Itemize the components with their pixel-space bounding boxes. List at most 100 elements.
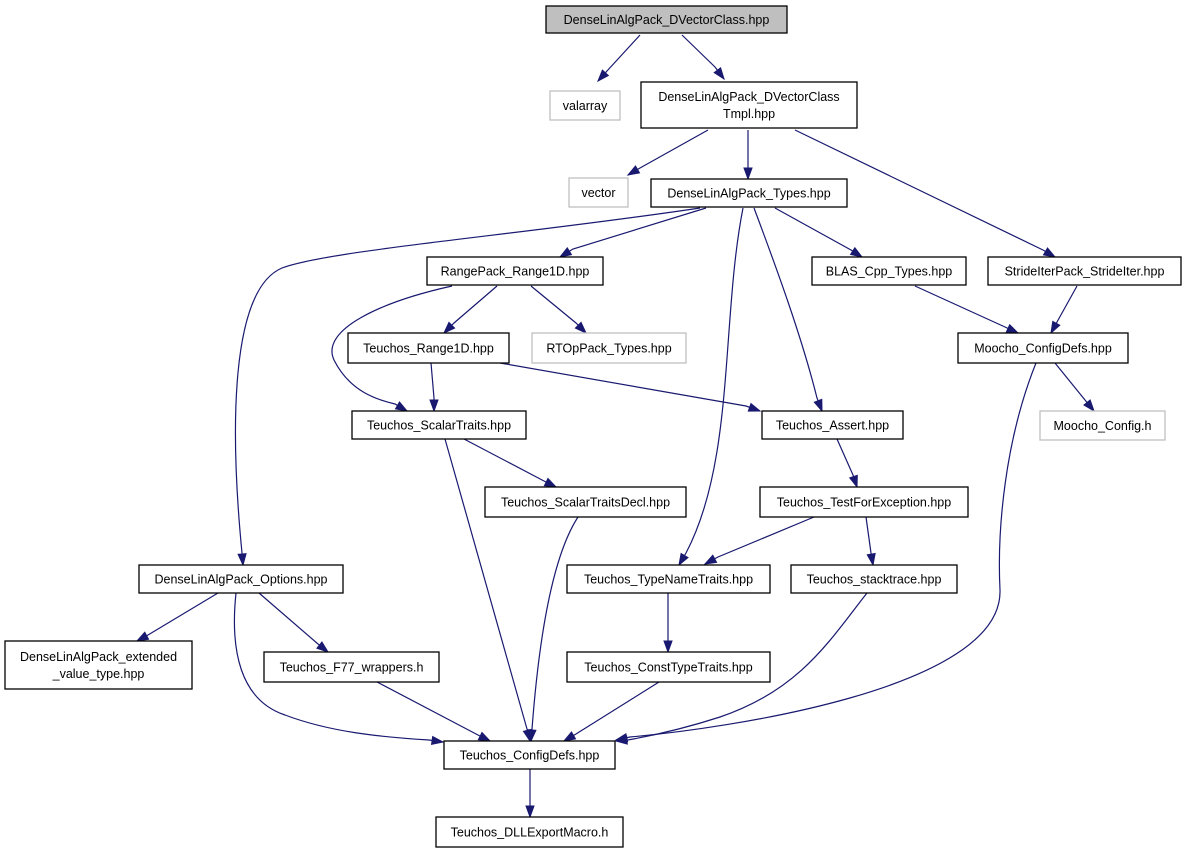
edge-line <box>627 129 709 176</box>
node-label: DenseLinAlgPack_Types.hpp <box>667 187 830 201</box>
node-blas[interactable]: BLAS_Cpp_Types.hpp <box>811 256 967 286</box>
edge-arrowhead <box>316 641 330 653</box>
node-label: Teuchos_ConfigDefs.hpp <box>460 749 600 763</box>
edge-scalartraits-to-scalartraitsdecl <box>463 438 558 488</box>
node-label: Teuchos_TypeNameTraits.hpp <box>584 573 753 587</box>
node-box <box>531 332 687 364</box>
edge-line <box>704 516 815 565</box>
edge-arrowhead <box>442 321 456 335</box>
edge-strideiter-to-moochodefs <box>1050 285 1078 335</box>
edge-line <box>258 592 329 653</box>
node-valarray: valarray <box>549 90 621 121</box>
edge-arrowhead <box>703 554 718 565</box>
node-strideiter[interactable]: StrideIterPack_StrideIter.hpp <box>987 256 1182 286</box>
edge-arrowhead <box>558 246 573 258</box>
node-label: DenseLinAlgPack_DVectorClass <box>658 90 839 104</box>
edge-options-to-extended <box>135 592 219 642</box>
node-label: vector <box>581 186 615 200</box>
node-testforexc[interactable]: Teuchos_TestForException.hpp <box>759 486 969 518</box>
node-scalartraitsdecl[interactable]: Teuchos_ScalarTraitsDecl.hpp <box>484 486 687 518</box>
edge-line <box>678 207 744 566</box>
edge-options-to-f77 <box>258 592 330 653</box>
node-f77[interactable]: Teuchos_F77_wrappers.h <box>263 651 440 683</box>
node-label: _value_type.hpp <box>52 667 145 681</box>
edge-arrowhead <box>430 735 445 746</box>
edge-testforexc-to-typenametraits <box>703 516 815 565</box>
edge-arrowhead <box>678 552 689 567</box>
edge-trange1d-to-scalartraits <box>429 362 439 413</box>
file-nodes: DenseLinAlgPack_DVectorClass.hpp valarray… <box>4 5 1182 848</box>
edge-arrowhead <box>429 399 439 413</box>
edge-arrowhead <box>477 731 492 742</box>
edge-types-to-range1d <box>558 207 707 258</box>
edge-line <box>499 362 761 412</box>
node-configdefs[interactable]: Teuchos_ConfigDefs.hpp <box>443 740 616 770</box>
edge-range1d-to-scalartraits <box>331 285 453 412</box>
edge-assert-to-testforexc <box>836 438 858 489</box>
node-box <box>435 816 624 848</box>
edge-line <box>914 285 1019 334</box>
node-moochodefs[interactable]: Moocho_ConfigDefs.hpp <box>957 332 1129 364</box>
node-box <box>1039 410 1166 441</box>
edge-line <box>615 362 1037 741</box>
edge-line <box>559 207 707 258</box>
edge-f77-to-configdefs <box>376 681 492 742</box>
node-box <box>443 740 616 770</box>
node-root[interactable]: DenseLinAlgPack_DVectorClass.hpp <box>545 5 788 34</box>
edge-arrowhead <box>1083 399 1095 413</box>
edge-line <box>530 516 579 742</box>
node-box <box>568 177 629 208</box>
node-box <box>484 486 687 518</box>
node-dllexport[interactable]: Teuchos_DLLExportMacro.h <box>435 816 624 848</box>
dependency-edges <box>135 34 1095 819</box>
node-label: Teuchos_Range1D.hpp <box>363 342 494 356</box>
edge-line <box>463 438 557 488</box>
node-label: Teuchos_ConstTypeTraits.hpp <box>584 661 752 675</box>
edge-arrowhead <box>597 69 610 83</box>
edge-arrowhead <box>747 402 762 412</box>
edge-line <box>234 207 701 566</box>
node-box <box>790 564 958 594</box>
edge-typenametraits-to-consttypetraits <box>663 593 673 654</box>
edge-options-to-configdefs <box>233 592 445 746</box>
edge-scalartraitsdecl-to-configdefs <box>527 516 579 743</box>
edge-tmpl-to-strideiter <box>794 129 1057 258</box>
node-assert[interactable]: Teuchos_Assert.hpp <box>761 410 904 440</box>
node-typenametraits[interactable]: Teuchos_TypeNameTraits.hpp <box>566 564 771 594</box>
node-range1d[interactable]: RangePack_Range1D.hpp <box>426 256 604 286</box>
edge-arrowhead <box>527 729 537 743</box>
edge-line <box>233 592 444 743</box>
node-trange1d[interactable]: Teuchos_Range1D.hpp <box>347 332 510 364</box>
edge-line <box>444 438 531 742</box>
node-consttypetraits[interactable]: Teuchos_ConstTypeTraits.hpp <box>566 651 771 683</box>
node-label: Tmpl.hpp <box>723 107 775 121</box>
node-vector: vector <box>568 177 629 208</box>
node-box <box>650 178 848 208</box>
node-scalartraits[interactable]: Teuchos_ScalarTraits.hpp <box>351 410 527 440</box>
edge-trange1d-to-assert <box>499 362 762 412</box>
edge-types-to-assert <box>753 207 823 413</box>
edge-scalartraits-to-configdefs <box>444 438 532 743</box>
node-box <box>566 651 771 683</box>
node-stacktrace[interactable]: Teuchos_stacktrace.hpp <box>790 564 958 594</box>
node-label: RangePack_Range1D.hpp <box>441 265 590 279</box>
node-box <box>347 332 510 364</box>
edge-arrowhead <box>849 246 864 258</box>
edge-moochodefs-to-moochoconfig <box>1054 362 1095 413</box>
edge-arrowhead <box>614 735 628 745</box>
node-extended[interactable]: DenseLinAlgPack_extended_value_type.hpp <box>4 640 193 690</box>
node-box <box>549 90 621 121</box>
node-label: DenseLinAlgPack_Options.hpp <box>154 573 327 587</box>
node-label: RTOpPack_Types.hpp <box>546 342 671 356</box>
node-label: valarray <box>563 99 608 113</box>
edge-configdefs-to-dllexport <box>525 769 535 819</box>
node-types[interactable]: DenseLinAlgPack_Types.hpp <box>650 178 848 208</box>
edge-arrowhead <box>743 167 753 181</box>
node-options[interactable]: DenseLinAlgPack_Options.hpp <box>138 564 344 594</box>
node-label: Teuchos_DLLExportMacro.h <box>451 826 609 840</box>
edge-arrowhead <box>626 165 641 176</box>
edge-line <box>753 207 823 412</box>
node-box <box>263 651 440 683</box>
node-rtop: RTOpPack_Types.hpp <box>531 332 687 364</box>
